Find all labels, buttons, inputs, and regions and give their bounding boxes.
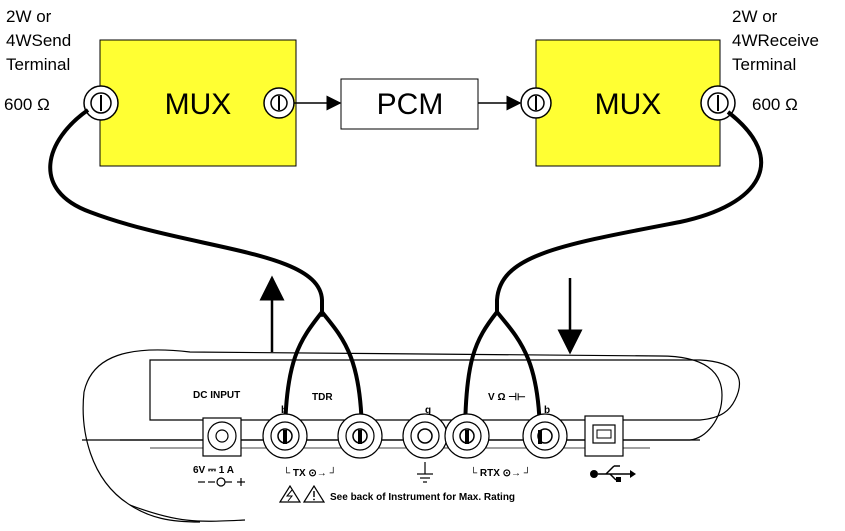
cable-send <box>48 108 324 317</box>
caution-warning-icon <box>302 484 326 503</box>
b-left-label: b <box>281 405 287 416</box>
mux-right-box <box>535 39 721 167</box>
max-rating-warning: See back of Instrument for Max. Rating <box>330 492 515 503</box>
dc-input-jack[interactable] <box>202 417 242 457</box>
instrument-outline-left <box>82 391 201 523</box>
mux-right-label: MUX <box>595 88 662 121</box>
mux-left-output-connector <box>263 87 295 119</box>
send-impedance-label: 600 Ω <box>4 95 50 114</box>
send-terminal-label-3: Terminal <box>6 55 70 74</box>
receive-terminal-label-2: 4WReceive <box>732 31 819 50</box>
dc-input-label: DC INPUT <box>193 390 240 401</box>
send-terminal-label-1: 2W or <box>6 7 52 26</box>
receive-impedance-label: 600 Ω <box>752 95 798 114</box>
receive-terminal-label-3: Terminal <box>732 55 796 74</box>
receive-terminal-label-1: 2W or <box>732 7 778 26</box>
tx-label: └ TX ⊙→ ┘ <box>283 466 337 479</box>
instrument-outline-top <box>83 349 723 441</box>
send-terminal-label-2: 4WSend <box>6 31 71 50</box>
cable-receive <box>495 110 763 313</box>
usb-port[interactable] <box>584 415 624 457</box>
pcm-label: PCM <box>377 88 444 121</box>
mux-left-label: MUX <box>165 88 232 121</box>
ground-icon <box>417 462 433 483</box>
v-ohm-label: V Ω ⊣⊢ <box>488 392 526 403</box>
terminal-ground[interactable] <box>402 413 448 459</box>
instrument-top-edge <box>149 359 741 421</box>
rtx-label: └ RTX ⊙→ ┘ <box>470 466 531 479</box>
mux-left-input-connector <box>83 85 119 121</box>
power-rating-label: 6V ⎓ 1 A <box>193 465 234 476</box>
g-label: g <box>425 405 431 416</box>
mux-right-input-connector <box>520 87 552 119</box>
usb-icon <box>590 465 636 482</box>
terminal-rtx-b[interactable] <box>522 413 568 459</box>
b-right-label: b <box>544 405 550 416</box>
pcm-box <box>340 78 479 130</box>
dc-polarity-icon <box>198 477 245 487</box>
instrument-outline-bottom <box>129 504 246 522</box>
mux-right-output-connector <box>700 85 736 121</box>
shock-warning-icon <box>278 484 302 503</box>
tdr-label: TDR <box>312 392 333 403</box>
